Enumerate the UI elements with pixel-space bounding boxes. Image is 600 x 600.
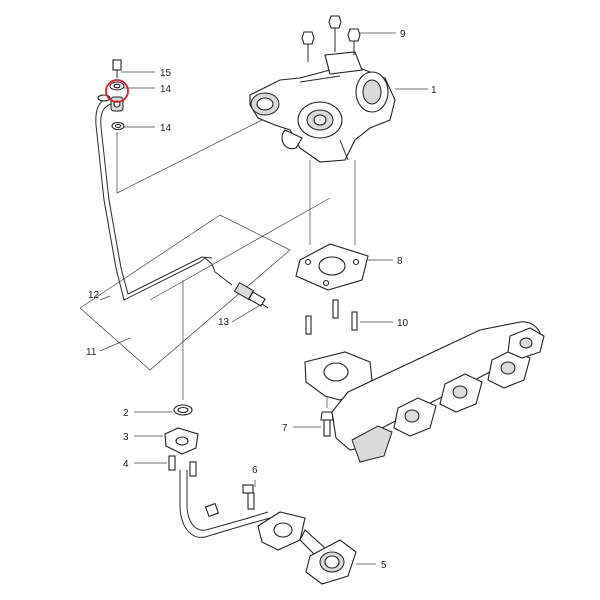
callout-14-upper: 14 [160,84,172,95]
o-ring-2 [134,404,193,416]
callout-8: 8 [397,256,403,267]
exhaust-manifold [304,321,545,463]
callout-13: 13 [218,317,230,328]
callout-10: 10 [397,318,409,329]
callout-9: 9 [400,29,406,40]
callout-4: 4 [123,459,129,470]
bolt-7 [293,411,334,437]
callout-2: 2 [123,408,129,419]
washer-14-upper [109,81,155,91]
callout-7: 7 [282,423,288,434]
stud-6 [242,480,256,510]
guide-lines [116,119,356,408]
callout-12: 12 [88,290,100,301]
banjo-fitting [110,96,124,112]
exhaust-flange-5 [257,511,376,585]
banjo-bolt-15 [112,59,155,78]
callout-15: 15 [160,68,172,79]
callout-6: 6 [252,465,258,476]
washer-14-lower [111,121,155,131]
nut-9-group [301,15,396,62]
callout-3: 3 [123,432,129,443]
sensor-13 [233,281,269,309]
gasket-8 [295,243,393,291]
callout-labels: 1 2 3 4 5 6 7 8 9 10 11 12 13 14 14 15 [86,29,437,571]
bolt-4-group [134,455,197,477]
oil-return-pipe [179,470,271,538]
callout-14-lower: 14 [160,123,172,134]
flange-3 [134,427,199,455]
callout-5: 5 [381,560,387,571]
assembly-11-outline [79,214,291,371]
label-leaders [99,295,263,352]
turbocharger-1 [249,51,428,163]
oil-feed-pipe-12 [95,94,233,301]
stud-10-group [305,299,393,335]
manifold-flanges [393,327,545,437]
highlight-circle[interactable] [105,79,129,103]
callout-1: 1 [431,85,437,96]
callout-11: 11 [86,347,97,358]
